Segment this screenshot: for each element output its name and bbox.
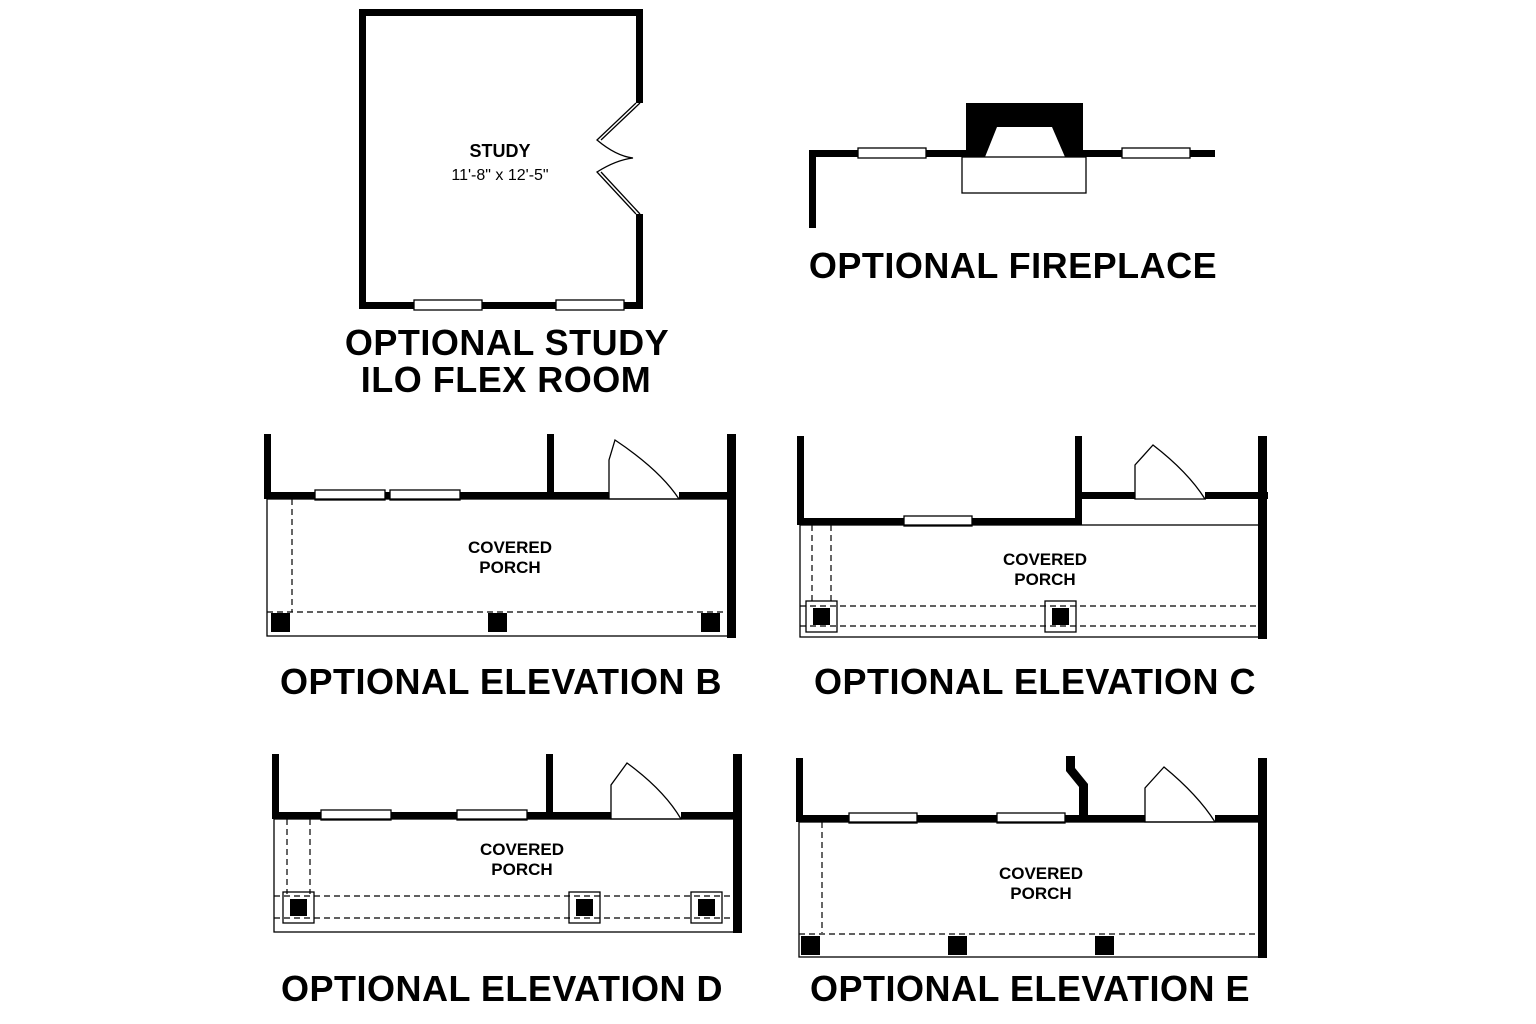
elev-d-window-1	[320, 809, 392, 821]
elev-c-wall-left	[797, 436, 804, 525]
elev-d-post-1	[290, 899, 307, 916]
elev-e-porch-label-line1: COVERED	[999, 864, 1083, 883]
study-wall-top	[359, 9, 643, 16]
study-title-line1: OPTIONAL STUDY	[345, 322, 669, 363]
elev-d-post-1-base	[282, 891, 315, 924]
elev-b-door-opening	[609, 490, 679, 501]
elev-b-post-3	[701, 613, 720, 632]
elev-c-wall-step	[1075, 436, 1082, 525]
elev-e-window-2	[996, 812, 1066, 824]
elev-b-porch-label-line2: PORCH	[479, 558, 540, 577]
elev-e-porch-label-line2: PORCH	[1010, 884, 1071, 903]
fireplace-wall-return	[809, 150, 816, 228]
elev-b-window-1	[314, 489, 386, 501]
elev-d-post-3	[698, 899, 715, 916]
elev-e-wall-right	[1258, 758, 1267, 958]
elev-d-door-opening	[611, 810, 681, 821]
elev-c-post-1	[813, 608, 830, 625]
elev-d-title: OPTIONAL ELEVATION D	[281, 968, 723, 1009]
elev-e-wall-left	[796, 758, 803, 822]
elev-b-post-2	[488, 613, 507, 632]
elev-c-door-swing-icon	[1134, 444, 1207, 500]
elev-e-window-1	[848, 812, 918, 824]
elev-e-post-3	[1095, 936, 1114, 955]
elev-d-porch-label-line2: PORCH	[491, 860, 552, 879]
elev-c-title: OPTIONAL ELEVATION C	[814, 661, 1256, 702]
elev-e-title: OPTIONAL ELEVATION E	[810, 968, 1250, 1009]
elev-e-wall-jog	[1066, 756, 1088, 815]
elev-c-post-1-base	[805, 600, 838, 633]
elev-c-porch-label-line2: PORCH	[1014, 570, 1075, 589]
study-wall-right-upper	[636, 9, 643, 103]
elev-e-door-opening	[1145, 813, 1215, 824]
elev-c-post-2-base	[1044, 600, 1077, 633]
elev-d-window-2	[456, 809, 528, 821]
elev-b-porch-label-line1: COVERED	[468, 538, 552, 557]
elev-b-post-1	[271, 613, 290, 632]
elev-c-post-2	[1052, 608, 1069, 625]
elev-d-porch-label-line1: COVERED	[480, 840, 564, 859]
elev-b-wall-right	[727, 434, 736, 638]
fireplace-window-right	[1121, 147, 1191, 159]
study-wall-right-lower	[636, 214, 643, 309]
elev-b-door-swing-icon	[608, 438, 681, 500]
elev-b-porch-outline	[266, 498, 730, 637]
fireplace-window-left	[857, 147, 927, 159]
elev-c-wall-right	[1258, 436, 1267, 639]
elev-e-post-2	[948, 936, 967, 955]
elev-c-window	[903, 515, 973, 527]
study-window-2	[555, 299, 625, 311]
elev-d-wall-right	[733, 754, 742, 933]
elev-b-title: OPTIONAL ELEVATION B	[280, 661, 722, 702]
study-plan: STUDY 11'-8" x 12'-5"	[359, 9, 643, 311]
elev-d-porch-outline	[273, 818, 735, 933]
study-french-door-icon	[595, 102, 637, 215]
study-door-swing-icon	[600, 102, 641, 215]
elev-d-wall-left	[272, 754, 279, 819]
elevation-c-plan: COVERED PORCH	[797, 436, 1268, 639]
elev-b-wall-back	[264, 492, 736, 499]
elev-d-post-3-base	[690, 891, 723, 924]
fireplace-plan	[809, 103, 1215, 228]
fireplace-hearth	[961, 156, 1087, 194]
study-room-label: STUDY	[469, 141, 530, 161]
elevation-e-plan: COVERED PORCH	[796, 756, 1267, 958]
elev-b-wall-mid	[547, 434, 554, 499]
elev-c-porch-label-line1: COVERED	[1003, 550, 1087, 569]
elev-b-wall-left	[264, 434, 271, 499]
elev-c-porch-outline	[799, 524, 1260, 638]
study-wall-left	[359, 9, 366, 309]
elev-d-post-2-base	[568, 891, 601, 924]
elev-d-post-2	[576, 899, 593, 916]
study-room-dimensions: 11'-8" x 12'-5"	[451, 167, 548, 184]
study-window-1	[413, 299, 483, 311]
fireplace-firebox-icon	[985, 127, 1065, 157]
study-title-line2: ILO FLEX ROOM	[361, 359, 652, 400]
elev-e-post-1	[801, 936, 820, 955]
study-wall-bottom	[359, 302, 643, 309]
elev-d-door-swing-icon	[610, 762, 683, 820]
fireplace-title: OPTIONAL FIREPLACE	[809, 245, 1217, 286]
elev-b-window-2	[389, 489, 461, 501]
elevation-d-plan: COVERED PORCH	[272, 754, 742, 933]
elev-e-porch-outline	[798, 821, 1260, 958]
elev-c-door-opening	[1135, 490, 1205, 501]
elev-d-wall-mid	[546, 754, 553, 819]
elev-e-door-swing-icon	[1144, 766, 1217, 823]
elevation-b-plan: COVERED PORCH	[264, 434, 736, 638]
